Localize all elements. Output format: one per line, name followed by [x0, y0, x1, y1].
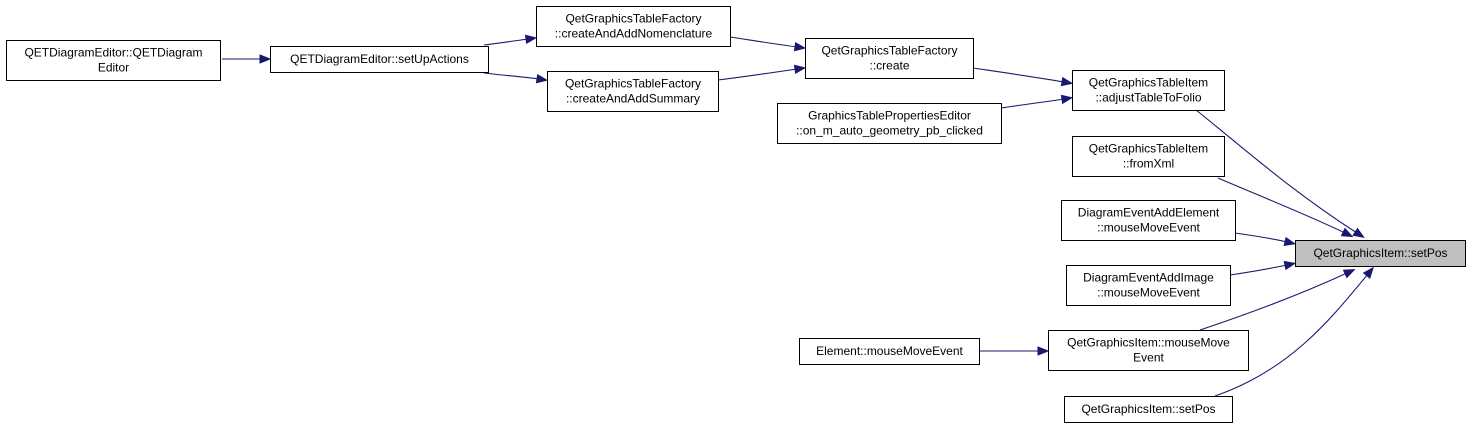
node-label-line: QetGraphicsTableFactory [821, 44, 957, 58]
arrowhead [524, 34, 538, 45]
node-box [547, 71, 719, 112]
node-label-line: QetGraphicsItem::setPos [1081, 402, 1215, 416]
node-box [270, 46, 489, 73]
edges-layer [222, 34, 1374, 397]
node-box [1072, 70, 1225, 111]
arrowhead [1283, 260, 1297, 271]
edge-item_move-to-target_setpos [1199, 269, 1356, 331]
edge-add_nomenclature-to-factory_create [729, 36, 807, 52]
edge-add_element_move-to-target_setpos [1234, 232, 1297, 247]
node-from-xml[interactable]: QetGraphicsTableItem::fromXml [1072, 136, 1225, 177]
node-add-element-move[interactable]: DiagramEventAddElement::mouseMoveEvent [1061, 200, 1236, 241]
node-label-line: GraphicsTablePropertiesEditor [808, 109, 971, 123]
node-label-line: Event [1133, 351, 1164, 365]
node-add-image-move[interactable]: DiagramEventAddImage::mouseMoveEvent [1066, 265, 1231, 306]
arrowhead [535, 73, 549, 84]
arrowhead [1283, 236, 1297, 247]
node-label-line: ::fromXml [1123, 157, 1174, 171]
node-box [1048, 330, 1249, 371]
node-factory-create[interactable]: QetGraphicsTableFactory::create [805, 38, 974, 79]
edge-qet_ctor-to-setup_actions [222, 54, 272, 64]
edge-element_move-to-item_move [979, 346, 1050, 356]
node-box [1072, 136, 1225, 177]
node-box [536, 6, 731, 47]
arrowhead [1037, 346, 1050, 356]
edge-line [1234, 232, 1288, 243]
node-item-setpos-caller[interactable]: QetGraphicsItem::setPos [1064, 396, 1233, 423]
node-item-move[interactable]: QetGraphicsItem::mouseMoveEvent [1048, 330, 1249, 371]
node-label-line: ::createAndAddSummary [566, 92, 700, 106]
node-label-line: QetGraphicsTableFactory [565, 77, 701, 91]
node-label-line: QetGraphicsTableItem [1089, 76, 1208, 90]
edge-item_setpos_caller-to-target_setpos [1214, 266, 1374, 397]
arrowhead [793, 64, 807, 75]
node-setup-actions[interactable]: QETDiagramEditor::setUpActions [270, 46, 489, 73]
node-box [1064, 396, 1233, 423]
node-label-line: ::adjustTableToFolio [1095, 91, 1201, 105]
edge-line [483, 72, 540, 80]
node-label-line: QetGraphicsTableItem [1089, 142, 1208, 156]
edge-line [1214, 273, 1369, 397]
edge-add_image_move-to-target_setpos [1229, 260, 1297, 276]
node-label-line: ::create [869, 59, 909, 73]
edge-setup_actions-to-add_nomenclature [483, 34, 538, 46]
edge-line [1195, 109, 1358, 234]
arrowhead [1362, 266, 1374, 279]
node-label-line: QETDiagramEditor::setUpActions [290, 52, 469, 66]
node-label-line: DiagramEventAddElement [1078, 206, 1220, 220]
edge-line [729, 36, 798, 48]
node-adjust-table[interactable]: QetGraphicsTableItem::adjustTableToFolio [1072, 70, 1225, 111]
edge-line [1217, 177, 1346, 234]
arrowhead [259, 54, 272, 64]
arrowhead [1352, 227, 1365, 239]
edge-add_summary-to-factory_create [717, 64, 807, 81]
edge-setup_actions-to-add_summary [483, 72, 549, 84]
node-box [777, 103, 1002, 144]
node-target-setpos[interactable]: QetGraphicsItem::setPos [1295, 240, 1466, 267]
node-add-summary[interactable]: QetGraphicsTableFactory::createAndAddSum… [547, 71, 719, 112]
node-label-line: ::mouseMoveEvent [1097, 286, 1200, 300]
edge-from_xml-to-target_setpos [1217, 177, 1354, 238]
node-label-line: QetGraphicsTableFactory [565, 12, 701, 26]
arrowhead [1340, 227, 1354, 238]
node-box [1295, 240, 1466, 267]
edge-line [972, 67, 1065, 83]
node-label-line: DiagramEventAddImage [1083, 271, 1214, 285]
edge-line [1229, 264, 1288, 276]
node-box [6, 40, 221, 81]
node-qet-ctor[interactable]: QETDiagramEditor::QETDiagramEditor [6, 40, 221, 81]
node-label-line: Element::mouseMoveEvent [816, 344, 963, 358]
node-add-nomenclature[interactable]: QetGraphicsTableFactory::createAndAddNom… [536, 6, 731, 47]
edge-line [717, 68, 798, 81]
arrowhead [1060, 94, 1074, 105]
edge-line [1000, 98, 1065, 109]
node-box [1061, 200, 1236, 241]
node-element-move[interactable]: Element::mouseMoveEvent [799, 338, 980, 365]
node-props-editor[interactable]: GraphicsTablePropertiesEditor::on_m_auto… [777, 103, 1002, 144]
arrowhead [1060, 76, 1074, 87]
node-label-line: QetGraphicsItem::mouseMove [1067, 336, 1230, 350]
node-box [805, 38, 974, 79]
arrowhead [1342, 269, 1356, 279]
node-box [799, 338, 980, 365]
node-label-line: ::createAndAddNomenclature [555, 27, 713, 41]
nodes-layer: QETDiagramEditor::QETDiagramEditorQETDia… [6, 6, 1466, 423]
node-box [1066, 265, 1231, 306]
edge-factory_create-to-adjust_table [972, 67, 1074, 87]
edge-line [1199, 272, 1348, 331]
arrowhead [793, 41, 807, 52]
edge-props_editor-to-adjust_table [1000, 94, 1074, 109]
edge-adjust_table-to-target_setpos [1195, 109, 1365, 239]
edge-line [483, 38, 529, 46]
node-label-line: ::mouseMoveEvent [1097, 221, 1200, 235]
node-label-line: QETDiagramEditor::QETDiagram [24, 46, 202, 60]
node-label-line: QetGraphicsItem::setPos [1313, 246, 1447, 260]
node-label-line: ::on_m_auto_geometry_pb_clicked [796, 124, 983, 138]
node-label-line: Editor [98, 61, 129, 75]
